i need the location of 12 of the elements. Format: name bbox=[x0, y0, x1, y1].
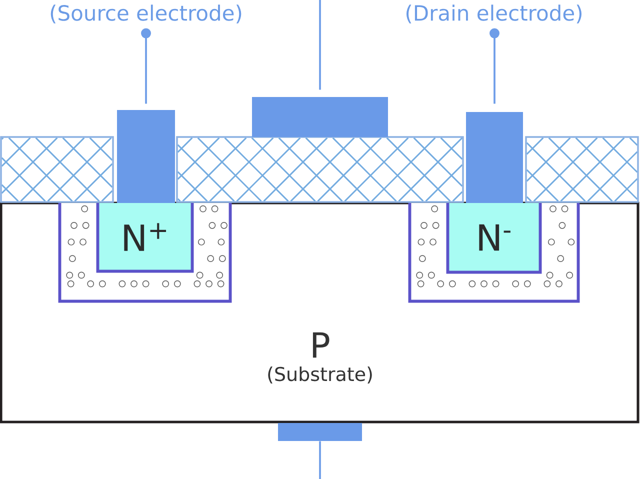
doped-region: N$^{+}$ bbox=[96, 202, 194, 273]
lead-line bbox=[490, 28, 500, 104]
terminal-label: (Drain electrode) bbox=[406, 4, 582, 24]
electrode-block bbox=[278, 423, 362, 441]
electrode-block bbox=[117, 110, 175, 203]
electrode-block bbox=[466, 112, 523, 203]
terminal-label: (Source electrode) bbox=[50, 4, 242, 24]
electrode-block bbox=[252, 97, 388, 137]
doped-region: N$^{-}$ bbox=[446, 202, 542, 274]
lead-line bbox=[319, 441, 321, 479]
lead-line bbox=[319, 0, 321, 90]
lead-line bbox=[141, 28, 151, 104]
